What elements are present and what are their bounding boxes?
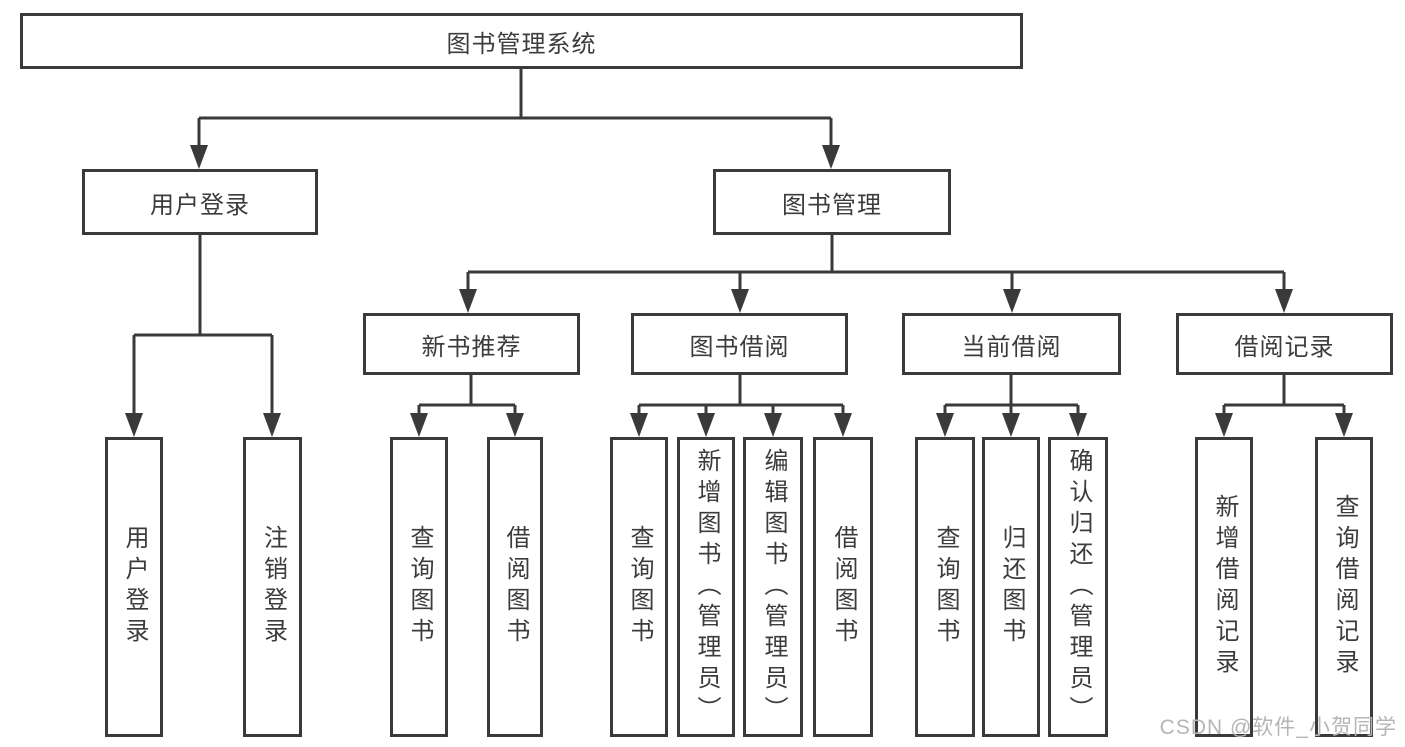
arrowhead — [459, 289, 477, 313]
edge-book-borrow — [637, 375, 845, 415]
node-leaf-query-borrow-record: 查询借阅记录 — [1315, 437, 1373, 737]
node-leaf-add-book-admin: 新增图书（管理员） — [677, 437, 735, 737]
edge-book-mgmt — [466, 235, 1286, 291]
node-new-book-recommend: 新书推荐 — [363, 313, 580, 375]
arrowhead — [506, 413, 524, 437]
arrowhead — [936, 413, 954, 437]
node-leaf-query-book-1: 查询图书 — [390, 437, 448, 737]
node-user-login: 用户登录 — [82, 169, 318, 235]
node-leaf-edit-book-admin: 编辑图书（管理员） — [743, 437, 803, 737]
node-book-borrow: 图书借阅 — [631, 313, 848, 375]
watermark: CSDN @软件_小贺同学 — [1159, 716, 1397, 739]
edge-borrow-record — [1222, 375, 1346, 415]
node-leaf-add-borrow-record: 新增借阅记录 — [1195, 437, 1253, 737]
arrowhead — [731, 289, 749, 313]
node-leaf-return-book: 归还图书 — [982, 437, 1040, 737]
node-borrow-record: 借阅记录 — [1176, 313, 1393, 375]
arrowhead — [125, 413, 143, 437]
arrowhead — [1003, 289, 1021, 313]
node-leaf-borrow-book-2: 借阅图书 — [813, 437, 873, 737]
node-root: 图书管理系统 — [20, 13, 1023, 69]
edge-current-borrow — [943, 375, 1080, 415]
edge-new-book — [417, 375, 517, 415]
node-leaf-query-book-3: 查询图书 — [915, 437, 975, 737]
arrowhead — [1215, 413, 1233, 437]
arrowhead — [1335, 413, 1353, 437]
arrowhead — [1275, 289, 1293, 313]
arrowhead — [822, 145, 840, 169]
arrowheads — [125, 145, 1353, 437]
arrowhead — [263, 413, 281, 437]
node-leaf-query-book-2: 查询图书 — [610, 437, 668, 737]
arrowhead — [697, 413, 715, 437]
arrowhead — [1069, 413, 1087, 437]
node-book-management: 图书管理 — [713, 169, 951, 235]
edge-root — [197, 69, 833, 147]
node-leaf-confirm-return-admin: 确认归还（管理员） — [1048, 437, 1108, 737]
arrowhead — [630, 413, 648, 437]
arrowhead — [1002, 413, 1020, 437]
arrowhead — [410, 413, 428, 437]
node-current-borrow: 当前借阅 — [902, 313, 1121, 375]
node-leaf-user-login: 用户登录 — [105, 437, 163, 737]
arrowhead — [764, 413, 782, 437]
arrowhead — [834, 413, 852, 437]
edge-user-login — [132, 235, 274, 415]
node-leaf-logout: 注销登录 — [243, 437, 302, 737]
node-leaf-borrow-book-1: 借阅图书 — [487, 437, 543, 737]
arrowhead — [190, 145, 208, 169]
